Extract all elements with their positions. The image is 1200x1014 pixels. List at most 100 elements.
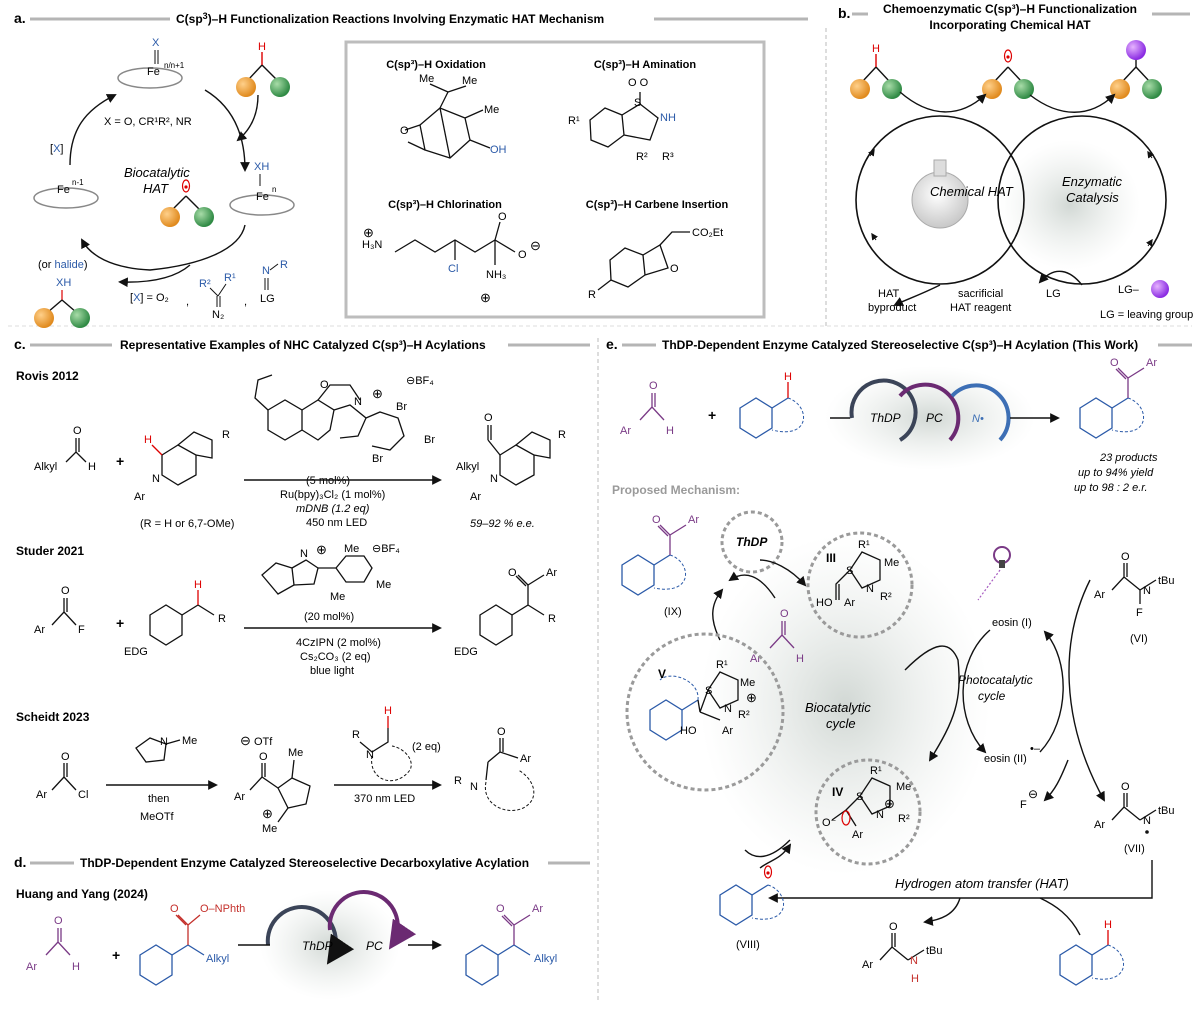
flask-neck (933, 159, 947, 177)
catalysis-label: Catalysis (1066, 190, 1119, 205)
amin-r1: R¹ (568, 115, 580, 127)
chl-plus1: ⊕ (363, 225, 374, 240)
chl-nh3b: NH₃ (486, 269, 506, 281)
e-yield-1: 23 products (1099, 452, 1158, 464)
eosin-ii: eosin (II) (984, 753, 1027, 765)
d-prod-o: O (496, 903, 505, 915)
iv-label: IV (832, 785, 843, 799)
rovis-prod-alkyl: Alkyl (456, 461, 479, 473)
mech-ald-h: H (796, 653, 804, 665)
rovis-br1: Br (396, 401, 407, 413)
b-byproduct-arrow (893, 284, 941, 306)
scheidt-then: then (148, 793, 169, 805)
xh-label: XH (254, 161, 269, 173)
cycle-arrow-4 (1147, 150, 1155, 159)
biocatalytic-cycle-line1: Biocatalytic (805, 700, 871, 715)
methylimidazole (135, 737, 181, 763)
iv-thiazole (831, 777, 891, 827)
panel-e-title: ThDP-Dependent Enzyme Catalyzed Stereose… (662, 338, 1138, 352)
rovis-mol: (5 mol%) (306, 475, 350, 487)
fe-label-left: Fe (57, 184, 70, 196)
chlorination-molecule (394, 221, 516, 265)
intermediate-iv-bubble (814, 758, 922, 866)
vii-tbu: tBu (1158, 805, 1175, 817)
v-s: S (705, 685, 712, 697)
studer-r: R (218, 613, 226, 625)
d-pc-cycle (327, 890, 417, 950)
h-atom-top: H (258, 41, 266, 53)
rovis-cond2: mDNB (1.2 eq) (296, 503, 370, 515)
e-substrate (739, 397, 789, 439)
mim-me: Me (182, 735, 197, 747)
rovis-prod-o: O (484, 412, 493, 424)
b-arrow-1 (899, 91, 987, 113)
d-thdp-cycle (265, 905, 355, 965)
comma-2: , (244, 296, 247, 308)
rovis-n: N (152, 473, 160, 485)
substrate-entry-arrow (236, 94, 259, 142)
cycle-arrow-3 (1145, 238, 1153, 247)
fe-top-oxidation: n/n+1 (164, 61, 185, 70)
eosin-ii-sign: •– (1030, 743, 1041, 755)
flask-icon (911, 171, 969, 229)
studer-o: O (61, 585, 70, 597)
viii-label: (VIII) (736, 939, 760, 951)
mech-arrow-iii-iv (904, 645, 960, 762)
ix-product (621, 554, 671, 596)
porphyrin-ring-right (229, 194, 295, 216)
vi-ar: Ar (1094, 589, 1105, 601)
studer-cond1: 4CzIPN (2 mol%) (296, 637, 381, 649)
mech-arrow-ix (728, 571, 776, 599)
acyl-imidazolium (249, 759, 311, 823)
iv-n: N (876, 809, 884, 821)
iii-thiazole (835, 551, 881, 600)
amin-s: S (634, 97, 641, 109)
enzyme-haze-mech (700, 535, 990, 875)
scheidt-ar: Ar (36, 789, 47, 801)
iii-r1: R¹ (858, 539, 870, 551)
scheidt-n: N (366, 749, 374, 761)
scheidt-led: 370 nm LED (354, 793, 415, 805)
studer-mol: (20 mol%) (304, 611, 354, 623)
carb-co2et: CO₂Et (692, 227, 723, 239)
radical-substrate-a (160, 179, 214, 227)
chlorination-title: C(sp³)–H Chlorination (388, 199, 502, 211)
hat-label: HAT (143, 181, 169, 196)
vii-radical (1111, 793, 1157, 821)
scheidt-product-ring (485, 769, 535, 811)
chl-o2: O (518, 249, 527, 261)
v-n: N (724, 703, 732, 715)
substrate-balls-top: H (236, 41, 290, 97)
svg-text:N₂: N₂ (212, 309, 224, 321)
huang-yang-label: Huang and Yang (2024) (16, 887, 148, 901)
iii-s: S (846, 565, 853, 577)
rovis-product (487, 425, 551, 486)
amide-ar: Ar (862, 959, 873, 971)
hat-byproduct-line2: byproduct (868, 302, 916, 314)
vi-o: O (1121, 551, 1130, 563)
e-yield-2: up to 94% yield (1078, 467, 1154, 479)
iv-r2: R² (898, 813, 910, 825)
f-minus: F (1020, 799, 1027, 811)
fe-x-ligand: X (152, 37, 160, 49)
d-pc-label: PC (366, 939, 383, 953)
e-pc-ring (898, 382, 961, 442)
v-label: V (658, 667, 666, 681)
studer-n: N (300, 548, 308, 560)
studer-prod-o: O (508, 567, 517, 579)
panel-d-letter: d. (14, 854, 26, 870)
scheidt-product (485, 738, 519, 781)
studer-ar: Ar (34, 624, 45, 636)
rovis-prod-r: R (558, 429, 566, 441)
enzymatic-label: Enzymatic (1062, 174, 1122, 189)
light-squiggle (977, 569, 1001, 601)
scheidt-amine (359, 728, 389, 753)
rovis-o: O (73, 425, 82, 437)
iv-plus: ⊕ (884, 796, 895, 811)
carbene-molecule (597, 231, 690, 291)
hat-amide-arrow (923, 897, 961, 926)
f-minus-arrow (1043, 759, 1069, 802)
